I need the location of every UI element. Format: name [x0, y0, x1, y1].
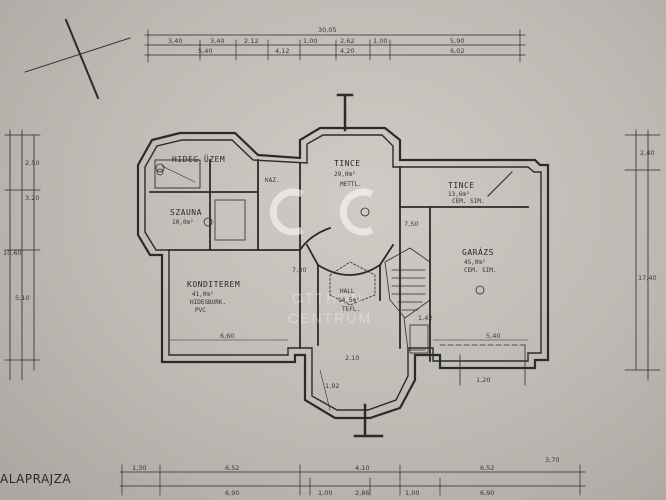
dim-bot-h: 2,86 — [355, 489, 369, 497]
room-tince2-floor: CEM. SIM. — [452, 198, 485, 205]
watermark-text-1: OTTHON — [292, 290, 363, 306]
room-kaz-label: KAZ. — [265, 177, 279, 184]
room-kond-floor: HIDEGBURK. — [190, 299, 226, 306]
room-garazs-label: GARÁZS — [462, 246, 494, 257]
section-marker-bottom — [353, 403, 384, 438]
dim-in-a: 6,60 — [220, 332, 234, 340]
room-kond-area: 41,0m² — [192, 291, 214, 298]
room-szauna-detail: 10,0m² — [172, 219, 194, 226]
dim-in-d: 7,50 — [404, 220, 418, 228]
dim-bot-d: 6,52 — [480, 464, 494, 472]
room-garazs-area: 45,0m² — [464, 259, 486, 266]
dim-top-k: 6,02 — [450, 47, 464, 55]
room-kond-extra: PVC — [195, 307, 206, 314]
room-tince1-area: 29,0m² — [334, 171, 356, 178]
room-hall-label: HALL — [340, 288, 355, 295]
dim-left-a: 10,60 — [3, 249, 22, 257]
dim-top-e: 2,62 — [340, 37, 354, 45]
watermark-logo — [269, 188, 374, 236]
dim-in-f: 2,10 — [345, 354, 359, 362]
dim-right-b: 2,40 — [640, 149, 654, 157]
room-tince2-label: TINCE — [448, 181, 475, 190]
room-kond-label: KONDITEREM — [187, 280, 240, 289]
watermark-text-2: CENTRUM — [288, 310, 372, 326]
dim-top-c: 2,12 — [244, 37, 258, 45]
room-hideg-label: HIDEG ÜZEM — [172, 154, 225, 164]
building-outline — [136, 126, 550, 420]
dim-in-b: 5,40 — [486, 332, 500, 340]
staircase — [214, 199, 431, 354]
dim-top-total: 30,05 — [318, 26, 337, 34]
dim-bot-i: 1,00 — [405, 489, 419, 497]
room-tince1-label: TINCE — [334, 159, 361, 168]
dim-in-h: 1,92 — [325, 382, 339, 390]
room-hall-floor: TEFL. — [342, 306, 360, 313]
room-tince2-area: 13,6m² — [448, 191, 470, 198]
dim-bot-f: 6,90 — [225, 489, 239, 497]
room-tince1-floor: METTL. — [340, 181, 362, 188]
dim-top-g: 5,90 — [450, 37, 464, 45]
dim-top-d: 1,00 — [303, 37, 317, 45]
dim-in-g: 1,20 — [476, 376, 490, 384]
dim-bot-g: 1,00 — [318, 489, 332, 497]
dim-top-i: 4,12 — [275, 47, 289, 55]
dim-right-a: 17,40 — [638, 274, 657, 282]
dim-bot-c: 4,10 — [355, 464, 369, 472]
dim-top-a: 3,40 — [168, 37, 182, 45]
dim-top-b: 3,40 — [210, 37, 224, 45]
dim-top-h: 5,40 — [198, 47, 212, 55]
room-szauna-label: SZAUNA — [170, 208, 202, 217]
dim-in-e: 1,42 — [418, 314, 432, 322]
plan-title: ALAPRAJZA — [0, 472, 71, 486]
dim-top-j: 4,20 — [340, 47, 354, 55]
dim-left-d: 2,50 — [25, 159, 39, 167]
dim-bot-e: 3,70 — [545, 456, 559, 464]
dim-bot-b: 6,52 — [225, 464, 239, 472]
dim-left-b: 5,10 — [15, 294, 29, 302]
room-hall-area: 14,5m² — [338, 297, 360, 304]
room-garazs-floor: CEM. SIM. — [464, 267, 497, 274]
dim-in-c: 7,30 — [292, 266, 306, 274]
section-marker-top — [336, 93, 354, 132]
dim-left-c: 3,20 — [25, 194, 39, 202]
dim-bot-a: 1,30 — [132, 464, 146, 472]
dim-top-f: 1,00 — [373, 37, 387, 45]
dim-bot-j: 6,90 — [480, 489, 494, 497]
